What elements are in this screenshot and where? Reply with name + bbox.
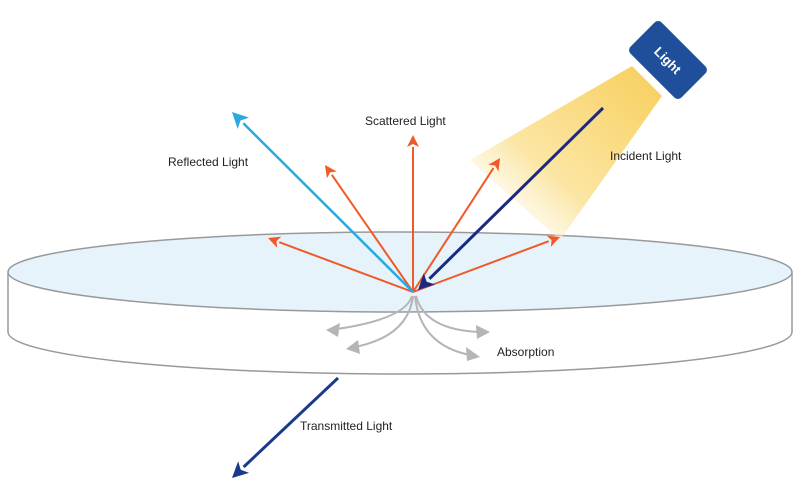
scattered-arrow <box>407 135 419 292</box>
transmitted-light-label: Transmitted Light <box>300 419 393 433</box>
transmitted-arrow-head <box>232 461 250 478</box>
light-source-box: Light <box>629 21 707 99</box>
scattered-arrow-shaft <box>412 167 495 293</box>
scattered-arrow-head <box>268 236 282 248</box>
reflected-light-label: Reflected Light <box>168 155 249 169</box>
scattered-arrow <box>325 165 414 293</box>
transmitted-arrow <box>232 376 340 478</box>
reflected-arrow-shaft <box>242 122 414 293</box>
material-disk <box>7 231 793 375</box>
incident-light-label: Incident Light <box>610 149 682 163</box>
transmitted-arrow-shaft <box>242 376 340 469</box>
scattered-arrow-head <box>546 235 560 247</box>
absorption-label: Absorption <box>497 345 554 359</box>
scattered-arrow <box>412 235 560 293</box>
scattered-arrow-head <box>488 158 500 172</box>
scattered-arrow <box>268 236 414 293</box>
scattered-arrow-shaft <box>331 174 414 293</box>
light-beam <box>470 66 662 240</box>
scattered-arrow-shaft <box>278 241 414 293</box>
scattered-arrow-head <box>325 165 337 179</box>
scattered-light-label: Scattered Light <box>365 114 446 128</box>
reflected-arrow-head <box>232 112 249 129</box>
reflected-arrow <box>232 112 414 293</box>
incident-arrow-head <box>418 273 436 290</box>
scattered-arrow-shaft <box>412 240 550 293</box>
incident-arrow <box>418 106 605 290</box>
incident-arrow-shaft <box>428 106 605 280</box>
scattered-arrow-head <box>407 135 419 147</box>
absorption-arrows <box>326 295 490 361</box>
scattered-arrow <box>412 158 500 293</box>
